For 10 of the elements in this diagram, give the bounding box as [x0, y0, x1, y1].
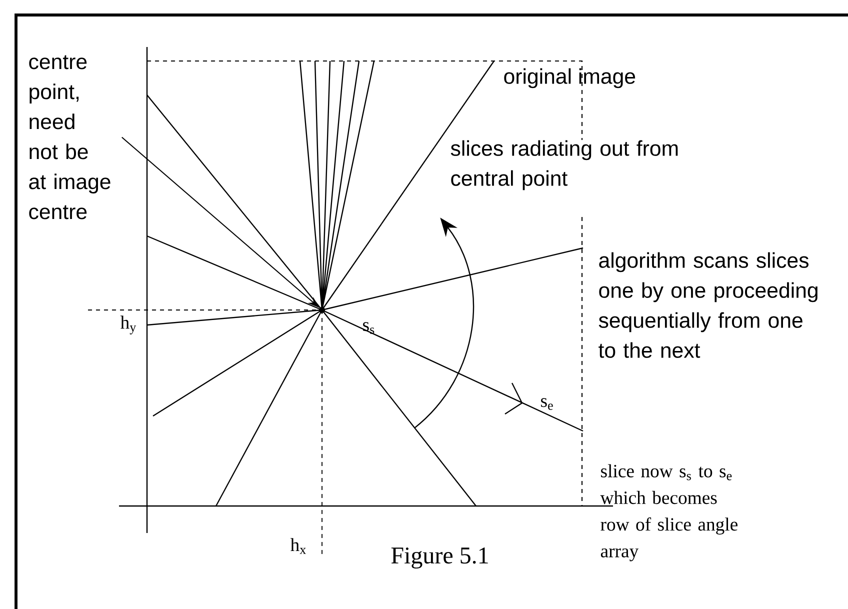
annotation-text: original image: [504, 68, 636, 88]
annotation-text: slice now s$_{s}$ to s$_{e}$ which becomes row of slice angle array: [600, 464, 738, 562]
centre-point: [319, 307, 325, 313]
annotation-text: algorithm scans slices one by one proceeding sequentially from one to the next: [598, 252, 818, 358]
axis-label: h$_{y}$: [120, 316, 136, 334]
axis-label: h$_{x}$: [290, 538, 306, 554]
point-label: s$_{e}$: [541, 398, 553, 410]
annotation-text: slices radiating out from central point: [450, 140, 678, 190]
figure-caption: Figure 5.1: [391, 547, 488, 569]
annotation-text: centre point, need not be at image centre: [29, 55, 110, 220]
